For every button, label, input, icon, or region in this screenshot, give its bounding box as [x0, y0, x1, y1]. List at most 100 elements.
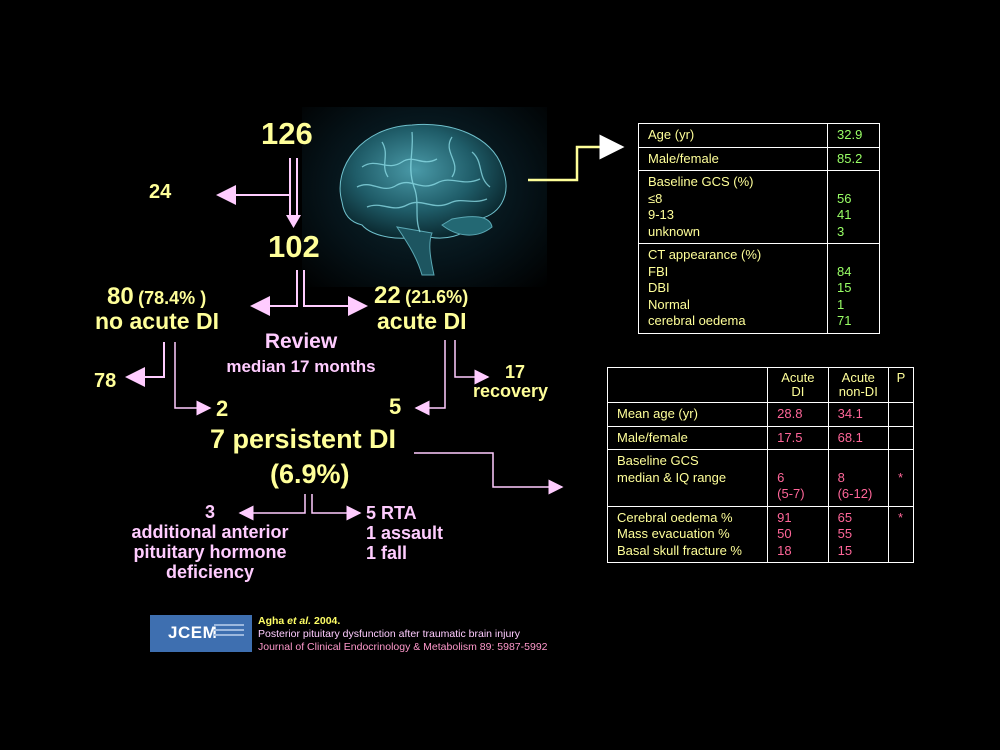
citation-block: Agha et al. 2004. Posterior pituitary dy…: [258, 615, 548, 654]
count-2: 2: [216, 396, 229, 421]
gcs-labels: Baseline GCS (%) ≤8 9-13 unknown: [638, 170, 828, 244]
anterior-line3: deficiency: [165, 562, 255, 582]
ct-value-1: 84: [837, 263, 852, 279]
persistent-label: 7 persistent DI: [210, 424, 397, 454]
ct-values: 84 15 1 71: [827, 243, 880, 334]
gcs-label-1: ≤8: [648, 190, 663, 206]
arrow-126-to-102: [286, 158, 301, 228]
cause-assault: 1 assault: [366, 523, 444, 543]
count-22: 22 (21.6%): [374, 282, 468, 310]
anterior-line2: pituitary hormone: [133, 542, 287, 562]
count-22-value: 22: [374, 282, 401, 309]
brain-image: [302, 107, 547, 287]
arrow-to-78: [125, 342, 165, 387]
header-non-di-line2: non-DI: [838, 384, 878, 399]
citation-journal: Journal of Clinical Endocrinology & Meta…: [258, 641, 548, 653]
ct-value-3: 1: [837, 296, 845, 312]
count-80-value: 80: [107, 283, 134, 310]
age-value: 32.9: [827, 123, 880, 148]
gcs-title: Baseline GCS (%): [648, 174, 754, 189]
gcs2-non-2: (6-12): [837, 486, 873, 501]
male-female-non: 68.1: [827, 425, 890, 450]
table-row: Age (yr) 32.9: [638, 123, 880, 148]
gcs2-label-2: median & IQ range: [617, 469, 727, 485]
ct-label-2: DBI: [648, 280, 670, 295]
causes-list: 5 RTA 1 assault 1 fall: [366, 503, 443, 563]
ct-labels: CT appearance (%) FBI DBI Normal cerebra…: [638, 243, 828, 334]
count-78: 78: [94, 370, 117, 392]
count-3: 3: [204, 502, 215, 522]
header-acute-di-line1: Acute: [781, 370, 815, 385]
injury-non: 65 55 15: [827, 505, 890, 563]
count-126: 126: [261, 116, 313, 151]
header-acute-non-di: Acute non-DI: [827, 367, 890, 403]
gcs-value-3: 3: [837, 223, 845, 239]
table-row: CT appearance (%) FBI DBI Normal cerebra…: [638, 243, 880, 334]
mean-age-acute: 28.8: [767, 402, 829, 427]
persistent-pct: (6.9%): [270, 459, 350, 489]
recovery-label: recovery: [473, 381, 549, 401]
cause-fall: 1 fall: [366, 543, 408, 563]
anterior-deficiency: 3 additional anterior pituitary hormone …: [110, 502, 310, 582]
oedema-non: 65: [837, 509, 853, 525]
mean-age-non: 34.1: [827, 402, 890, 427]
brain-icon: [339, 123, 507, 276]
mass-evac-acute: 50: [777, 526, 792, 541]
count-22-pct: (21.6%): [405, 287, 469, 307]
citation-author: Agha: [258, 615, 285, 627]
mean-age-p: [888, 402, 914, 427]
citation-etal: et al.: [287, 615, 312, 627]
mf-value: 85.2: [827, 146, 880, 171]
jcem-logo: JCEM: [150, 615, 252, 652]
injury-p: *: [888, 505, 914, 563]
no-acute-label: no acute DI: [95, 308, 219, 334]
gcs-non-cell: 8 (6-12): [827, 449, 890, 507]
header-acute-di-line2: DI: [791, 384, 805, 399]
table-header-row: Acute DI Acute non-DI P: [606, 367, 914, 403]
header-non-di-line1: Acute: [841, 370, 875, 385]
ct-value-2: 15: [837, 280, 852, 295]
table-row: Baseline GCS median & IQ range 6 (5-7) 8…: [606, 449, 914, 507]
injury-acute: 91 50 18: [767, 505, 829, 563]
gcs-acute-cell: 6 (5-7): [767, 449, 829, 507]
jcem-logo-text: JCEM: [168, 623, 218, 642]
review-label: Review: [264, 330, 338, 353]
arrow-split-102: [250, 270, 368, 316]
ct-label-4: cerebral oedema: [648, 313, 746, 328]
mean-age-label: Mean age (yr): [606, 402, 769, 427]
ct-label-3: Normal: [648, 296, 690, 312]
count-5: 5: [389, 394, 402, 419]
ct-title: CT appearance (%): [648, 247, 762, 262]
table-row: Cerebral oedema % Mass evacuation % Basa…: [606, 505, 914, 563]
gcs-p-cell: *: [888, 449, 914, 507]
citation-author-line: Agha et al. 2004.: [258, 615, 548, 628]
arrow-split-persistent: [238, 494, 362, 521]
gcs-value-1: 56: [837, 190, 852, 206]
header-acute-di: Acute DI: [767, 367, 829, 403]
arrow-to-table1: [528, 134, 625, 182]
arrow-to-5: [414, 340, 446, 416]
gcs2-acute-2: (5-7): [777, 486, 805, 501]
gcs-label-2: 9-13: [648, 207, 675, 222]
skull-fracture-label: Basal skull fracture %: [617, 542, 742, 558]
mf-label: Male/female: [638, 146, 828, 171]
anterior-line1: additional anterior: [131, 522, 289, 542]
median-label: median 17 months: [226, 357, 376, 376]
count-24: 24: [149, 181, 172, 203]
gcs2-label-1: Baseline GCS: [617, 453, 699, 468]
arrow-to-table2: [414, 452, 564, 495]
oedema-acute: 91: [777, 509, 792, 525]
jcem-logo-lines: [214, 624, 244, 642]
mass-evac-label: Mass evacuation %: [617, 526, 730, 541]
table-row: Baseline GCS (%) ≤8 9-13 unknown 56 41 3: [638, 170, 880, 244]
ct-label-1: FBI: [648, 263, 669, 279]
header-blank: [606, 367, 769, 403]
table-row: Mean age (yr) 28.8 34.1: [606, 402, 914, 427]
comparison-table: Acute DI Acute non-DI P Mean age (yr) 28…: [606, 367, 914, 563]
acute-label: acute DI: [377, 308, 467, 334]
gcs2-acute-1: 6: [777, 469, 785, 485]
cohort-table: Age (yr) 32.9 Male/female 85.2 Baseline …: [638, 123, 880, 334]
count-80-pct: (78.4% ): [138, 288, 207, 308]
gcs2-p: *: [898, 469, 904, 485]
